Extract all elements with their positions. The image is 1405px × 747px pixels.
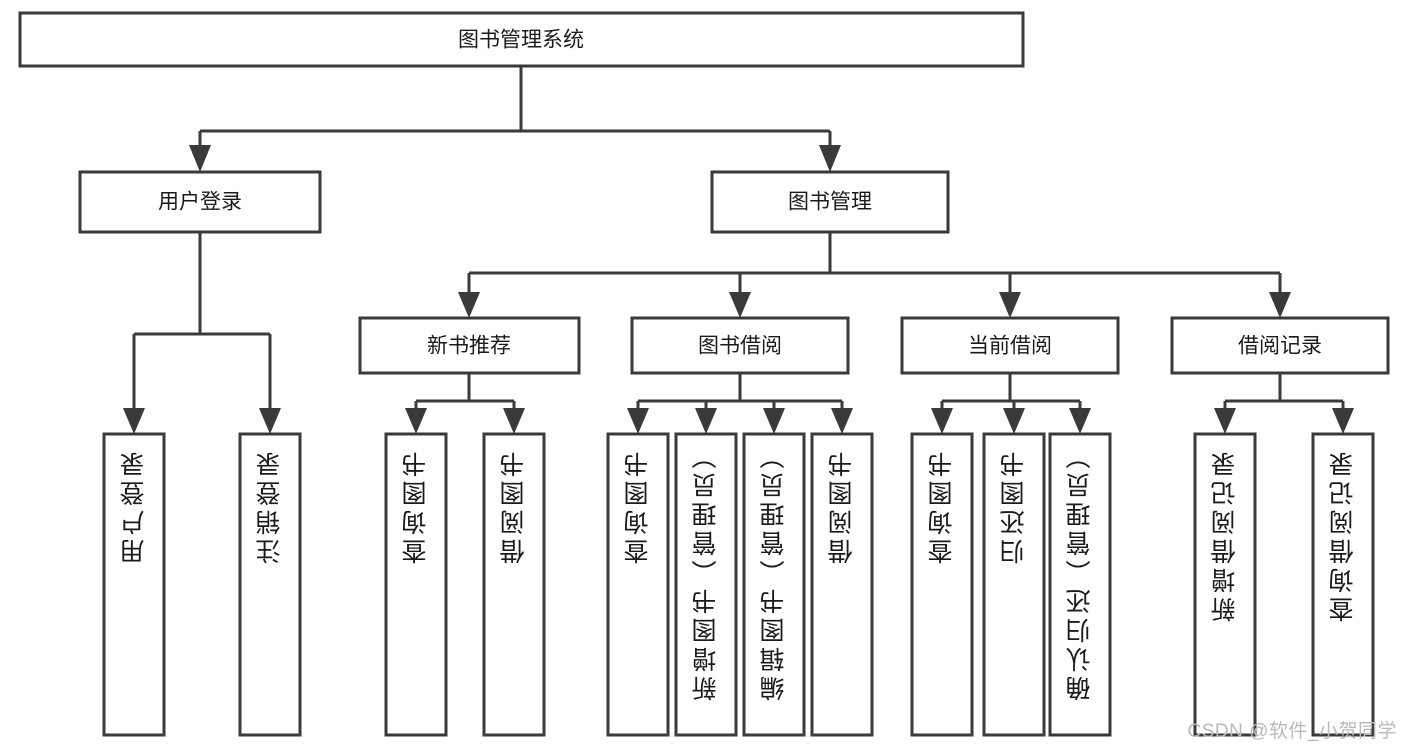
arrow-to-leaf-borrow-book-1 [503,408,525,434]
leaf-box-query-book-2[interactable] [606,432,670,737]
leaf-box-query-book-3[interactable] [910,432,974,737]
arrow-to-leaf-borrow-book-2 [831,408,853,434]
arrow-to-leaf-add-record [1214,408,1236,434]
current-borrow-box[interactable] [900,316,1120,375]
leaf-box-add-record[interactable] [1193,432,1257,737]
node-root[interactable]: 图书管理系统 [18,11,1025,68]
node-user-login[interactable]: 用户登录 [78,170,322,234]
leaf-box-confirm-return[interactable] [1048,432,1112,737]
edge-currentborrow-bus [940,373,1082,409]
edge-bookmgmt-bus [467,232,1282,293]
edge-userlogin-bus [132,232,272,409]
watermark-text: CSDN @软件_小贺同学 [1187,721,1397,742]
arrow-to-leaf-query-book-2 [627,408,649,434]
book-borrow-box[interactable] [630,316,850,375]
node-borrow-record[interactable]: 借阅记录 [1170,316,1390,375]
arrow-to-current-borrow [999,292,1021,318]
leaf-box-logout[interactable] [238,432,302,737]
connectors-layer [123,66,1354,434]
root-label: 图书管理系统 [458,29,584,52]
arrow-to-leaf-query-book-3 [931,408,953,434]
edge-newbookrec-bus [414,373,516,409]
arrow-to-leaf-logout [259,408,281,434]
arrow-to-book-borrow [729,292,751,318]
arrow-to-leaf-return-book [1003,408,1025,434]
current-borrow-label: 当前借阅 [968,335,1052,358]
leaf-box-query-book-1[interactable] [384,432,448,737]
leaf-box-return-book[interactable] [982,432,1046,737]
leaf-box-add-book[interactable] [674,432,738,737]
borrow-record-label: 借阅记录 [1238,335,1322,358]
edge-borrowrecord-bus [1223,373,1345,409]
arrow-to-leaf-edit-book [763,408,785,434]
edge-bookborrow-bus [636,373,844,409]
arrow-to-leaf-add-book [695,408,717,434]
node-current-borrow[interactable]: 当前借阅 [900,316,1120,375]
leaf-box-user-login[interactable] [102,432,166,737]
book-management-box[interactable] [710,170,950,234]
arrow-to-user-login [189,145,211,172]
arrow-to-leaf-user-login [123,408,145,434]
leaf-boxes-layer [102,432,1375,737]
root-box[interactable] [18,11,1025,68]
arrow-to-leaf-confirm-return [1069,408,1091,434]
leaf-box-edit-book[interactable] [742,432,806,737]
arrow-to-leaf-query-book-1 [405,408,427,434]
edge-root-bus [198,66,832,146]
arrow-to-book-mgmt [819,145,841,172]
new-book-recommend-box[interactable] [358,316,581,375]
leaf-box-query-record[interactable] [1311,432,1375,737]
borrow-record-box[interactable] [1170,316,1390,375]
node-new-book-recommend[interactable]: 新书推荐 [358,316,581,375]
arrow-to-borrow-record [1269,292,1291,318]
arrow-to-leaf-query-record [1332,408,1354,434]
node-book-management[interactable]: 图书管理 [710,170,950,234]
book-borrow-label: 图书借阅 [698,335,782,358]
user-login-label: 用户登录 [158,191,242,214]
node-book-borrow[interactable]: 图书借阅 [630,316,850,375]
book-management-label: 图书管理 [788,191,872,214]
arrow-to-new-book-rec [458,292,480,318]
leaf-box-borrow-book-1[interactable] [482,432,546,737]
leaf-box-borrow-book-2[interactable] [810,432,874,737]
user-login-box[interactable] [78,170,322,234]
new-book-recommend-label: 新书推荐 [427,335,511,358]
